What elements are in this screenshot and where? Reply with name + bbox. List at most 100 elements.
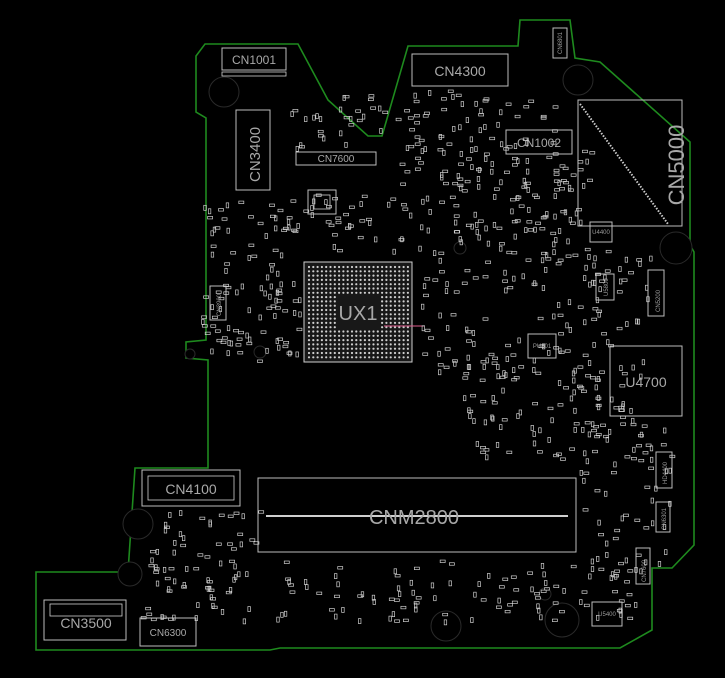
passive-component — [452, 181, 459, 186]
bga-ball — [389, 334, 392, 337]
bga-ball — [393, 347, 397, 350]
passive-component — [387, 201, 391, 208]
bga-ball — [393, 300, 397, 303]
passive-component — [269, 263, 275, 267]
bga-ball — [333, 347, 336, 350]
passive-component — [424, 328, 431, 333]
cn6300-label: CN6300 — [150, 628, 187, 639]
bga-ball — [333, 334, 336, 337]
passive-component — [443, 181, 449, 186]
passive-component — [232, 576, 236, 583]
passive-component — [499, 141, 504, 148]
bga-ball — [355, 278, 358, 281]
passive-component — [535, 371, 542, 375]
passive-component — [265, 274, 270, 281]
bga-ball — [312, 339, 315, 342]
cn5200-label: CN5200 — [656, 289, 662, 312]
bga-ball — [406, 317, 409, 320]
passive-component — [276, 299, 283, 303]
bga-ball — [320, 334, 323, 337]
passive-component — [470, 164, 474, 170]
passive-component — [456, 173, 460, 179]
passive-component — [663, 427, 667, 434]
passive-component — [247, 307, 251, 314]
passive-component — [510, 575, 517, 579]
bga-ball — [368, 351, 371, 355]
passive-component — [355, 109, 361, 113]
bga-ball — [307, 304, 311, 307]
bga-ball — [385, 304, 388, 307]
cn6801-label: CN6801 — [558, 31, 564, 54]
bga-ball — [402, 343, 405, 346]
bga-ball — [385, 334, 388, 337]
passive-component — [145, 606, 152, 611]
passive-component — [558, 332, 564, 336]
bga-ball — [402, 291, 405, 294]
bga-ball — [402, 339, 405, 342]
passive-component — [493, 187, 500, 191]
bga-ball — [320, 291, 323, 294]
bga-ball — [385, 308, 388, 312]
passive-component — [612, 590, 618, 594]
passive-components — [140, 89, 676, 626]
bga-ball — [359, 343, 362, 346]
bga-ball — [346, 287, 349, 290]
passive-component — [596, 309, 602, 313]
bga-ball — [389, 300, 392, 303]
bga-ball — [333, 356, 336, 359]
passive-component — [557, 258, 564, 262]
passive-component — [349, 205, 355, 209]
bga-ball — [389, 347, 392, 350]
passive-component — [274, 297, 278, 304]
mounting-hole — [659, 231, 693, 265]
passive-component — [394, 619, 400, 623]
bga-ball — [355, 343, 358, 346]
bga-ball — [333, 304, 336, 307]
passive-component — [552, 249, 556, 256]
passive-component — [565, 322, 569, 329]
passive-component — [460, 101, 464, 107]
passive-component — [646, 296, 650, 303]
bga-ball — [389, 274, 392, 277]
bga-ball — [393, 330, 397, 333]
passive-component — [557, 302, 561, 308]
bga-ball — [402, 317, 405, 320]
passive-component — [153, 570, 160, 574]
passive-component — [226, 350, 230, 357]
passive-component — [604, 269, 611, 273]
passive-component — [405, 145, 410, 151]
bga-ball — [406, 343, 409, 346]
bga-ball — [385, 296, 388, 299]
passive-component — [246, 341, 253, 346]
passive-component — [317, 129, 324, 134]
bga-ball — [385, 356, 388, 359]
passive-component — [547, 406, 554, 411]
passive-component — [627, 569, 634, 573]
bga-ball — [363, 274, 366, 277]
passive-component — [545, 211, 549, 217]
passive-component — [516, 413, 520, 419]
passive-component — [215, 290, 222, 294]
passive-component — [448, 580, 452, 587]
cnm2800-outline — [257, 477, 577, 553]
passive-component — [532, 367, 536, 373]
passive-component — [425, 195, 430, 202]
bga-ball — [398, 291, 401, 294]
bga-ball — [312, 343, 315, 346]
passive-component — [279, 281, 283, 288]
bga-ball — [346, 270, 349, 273]
passive-component — [616, 290, 623, 294]
bga-ball — [325, 291, 328, 294]
bga-ball — [316, 339, 319, 342]
passive-component — [560, 457, 566, 461]
passive-component — [579, 599, 583, 605]
passive-component — [516, 195, 520, 201]
passive-component — [517, 337, 521, 344]
passive-component — [233, 329, 239, 333]
passive-component — [499, 375, 506, 380]
passive-component — [220, 609, 225, 615]
passive-component — [337, 566, 344, 570]
passive-component — [487, 573, 491, 579]
passive-component — [535, 596, 541, 600]
bga-ball — [312, 304, 315, 307]
